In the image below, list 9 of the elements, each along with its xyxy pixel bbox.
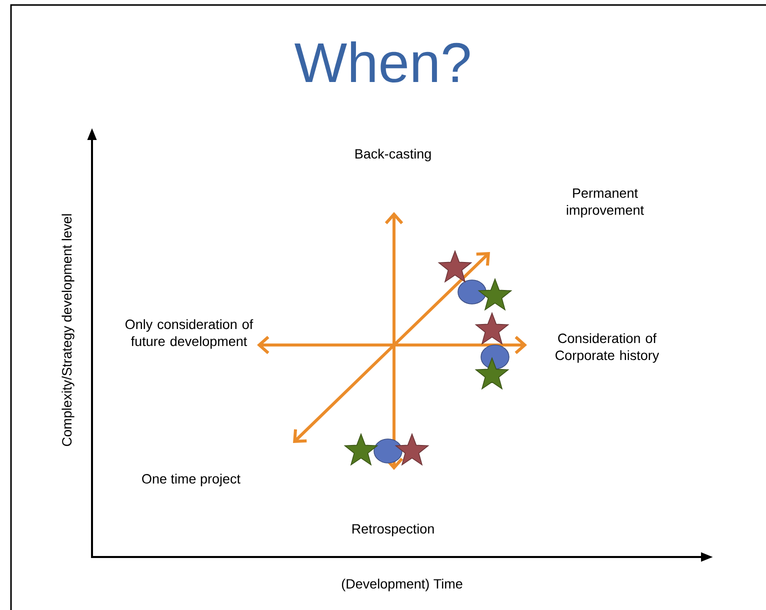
region-label: Only consideration of future development xyxy=(126,319,254,349)
region-label: Permanent improvement xyxy=(566,188,644,218)
region-label: Consideration of Corporate history xyxy=(556,333,660,363)
axis-label: Complexity/Strategy development level xyxy=(62,214,74,446)
region-label: Back-casting xyxy=(355,148,431,162)
region-label: One time project xyxy=(142,474,240,486)
region-label: Retrospection xyxy=(352,524,434,536)
axis-label: (Development) Time xyxy=(342,578,462,592)
slide-title: When? xyxy=(294,41,470,83)
